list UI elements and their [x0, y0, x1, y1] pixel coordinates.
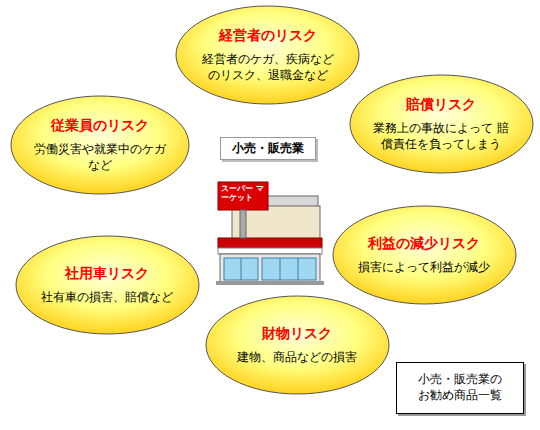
- risk-description: 損害によって利益が減少: [358, 259, 490, 275]
- risk-title: 経営者のリスク: [219, 27, 317, 45]
- label-box: 小売・販売業の お勧め商品一覧: [396, 362, 524, 414]
- risk-description: 社有車の損害、賠償など: [41, 289, 173, 305]
- ellipse-text: 社用車リスク社有車の損害、賠償など: [37, 265, 177, 305]
- ellipse-shape: [350, 75, 533, 173]
- ellipse-shape: [333, 206, 516, 304]
- ellipse-text: 賠償リスク業務上の事故によって 賠償責任を負ってしまう: [371, 96, 511, 152]
- risk-ellipse: 従業員のリスク労働災害や就業中のケガ など: [10, 95, 190, 195]
- ellipse-outline: [15, 235, 200, 335]
- ellipse-text: 経営者のリスク経営者のケガ、疾病など のリスク、退職金など: [199, 27, 337, 83]
- risk-title: 賠償リスク: [406, 96, 476, 114]
- store-sign-text: スーパー マーケット: [221, 185, 267, 203]
- risk-ellipse: 社用車リスク社有車の損害、賠償など: [15, 235, 200, 335]
- label-box: 小売・販売業: [220, 137, 316, 160]
- ellipse-shape: [206, 296, 389, 394]
- risk-ellipse: 賠償リスク業務上の事故によって 賠償責任を負ってしまう: [349, 74, 534, 174]
- ellipse-text: 財物リスク建物、商品などの損害: [227, 325, 367, 365]
- risk-description: 労働災害や就業中のケガ など: [32, 141, 168, 173]
- ellipse-text: 利益の減少リスク損害によって利益が減少: [354, 235, 494, 275]
- box-text: 小売・販売業の お勧め商品一覧: [413, 372, 507, 403]
- risk-ellipse: 利益の減少リスク損害によって利益が減少: [332, 205, 517, 305]
- ellipse-outline: [205, 295, 390, 395]
- ellipse-shape: [11, 96, 189, 194]
- risk-title: 社用車リスク: [65, 265, 149, 283]
- risk-ellipse: 経営者のリスク経営者のケガ、疾病など のリスク、退職金など: [175, 5, 360, 105]
- ellipse-outline: [332, 205, 517, 305]
- ellipse-shape: [16, 236, 199, 334]
- risk-description: 経営者のケガ、疾病など のリスク、退職金など: [199, 51, 337, 83]
- risk-title: 従業員のリスク: [51, 117, 149, 135]
- box-text: 小売・販売業: [226, 141, 310, 157]
- risk-description: 建物、商品などの損害: [237, 349, 357, 365]
- risk-title: 財物リスク: [262, 325, 332, 343]
- risk-description: 業務上の事故によって 賠償責任を負ってしまう: [371, 120, 511, 152]
- ellipse-text: 従業員のリスク労働災害や就業中のケガ など: [32, 117, 168, 173]
- risk-ellipse: 財物リスク建物、商品などの損害: [205, 295, 390, 395]
- ellipse-shape: [176, 6, 359, 104]
- risk-title: 利益の減少リスク: [368, 235, 480, 253]
